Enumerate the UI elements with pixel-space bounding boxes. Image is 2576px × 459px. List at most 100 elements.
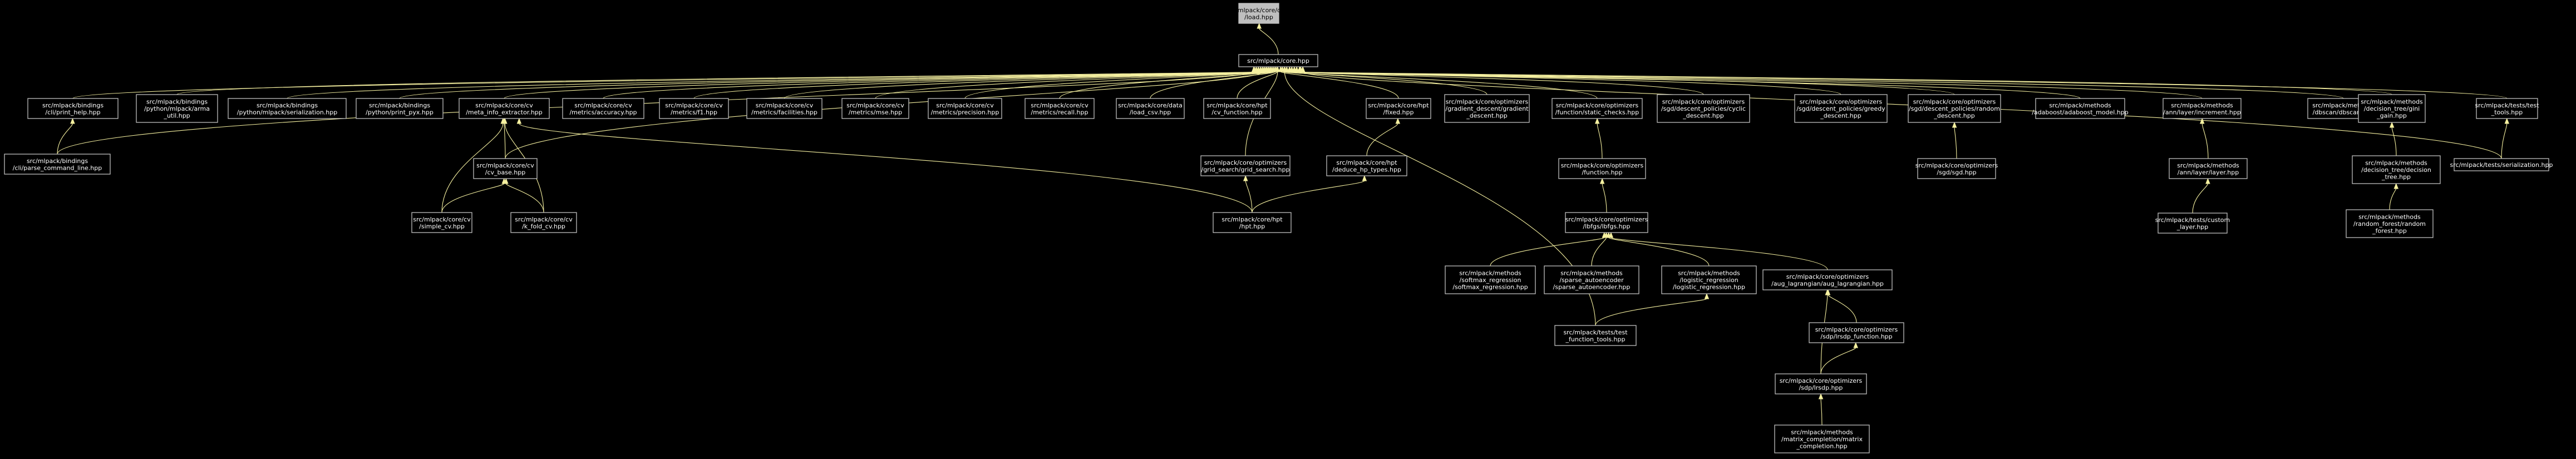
edges-layer <box>57 22 2510 426</box>
edge-k_fold_cv-to-cv_base <box>504 177 544 213</box>
node-label-line: src/mlpack/core.hpp <box>1247 57 1309 65</box>
node-function-hpp[interactable]: src/mlpack/core/optimizers/function.hpp <box>1558 158 1646 179</box>
node-tests-serialization[interactable]: src/mlpack/tests/serialization.hpp <box>2450 158 2553 171</box>
node-label-line: /sdp/lrsdp.hpp <box>1799 384 1843 391</box>
node-label-line: _layer.hpp <box>2176 223 2209 230</box>
edge-bfgs-to-function_hpp <box>1599 177 1607 213</box>
node-lrsdp-function[interactable]: src/mlpack/core/optimizers/sdp/lrsdp_fun… <box>1809 322 1904 343</box>
edge-hpt-to-meta_info <box>516 117 1253 213</box>
edge-logistic-to-bfgs <box>1606 231 1710 266</box>
node-accuracy[interactable]: src/mlpack/core/cv/metrics/accuracy.hpp <box>562 98 644 119</box>
node-label-line: /sparse_autoencoder.hpp <box>1553 284 1631 291</box>
node-matrix-completion[interactable]: src/mlpack/methods/matrix_completion/mat… <box>1774 425 1870 453</box>
node-facilities[interactable]: src/mlpack/core/cv/metrics/facilities.hp… <box>746 98 822 119</box>
node-static-checks[interactable]: src/mlpack/core/optimizers/function/stat… <box>1551 98 1643 119</box>
node-label-line: /decision_tree/decision <box>2361 166 2431 174</box>
node-cv-base[interactable]: src/mlpack/core/cv/cv_base.hpp <box>473 158 538 179</box>
node-sgd-random[interactable]: src/mlpack/core/optimizers/sgd/descent_p… <box>1908 94 2001 123</box>
node-label-line: src/mlpack/bindings <box>27 157 88 165</box>
edge-random_forest-to-decision_tree <box>2389 182 2398 210</box>
node-sgd[interactable]: src/mlpack/core/optimizers/sgd/sgd.hpp <box>1915 158 1998 179</box>
node-label-line: _function_tools.hpp <box>1565 335 1626 343</box>
node-aug-lag[interactable]: src/mlpack/core/optimizers/aug_lagrangia… <box>1762 269 1893 290</box>
node-precision[interactable]: src/mlpack/core/cv/metrics/precision.hpp <box>928 98 1002 119</box>
node-label-line: src/mlpack/core/cv <box>846 102 904 109</box>
node-gd-gradient[interactable]: src/mlpack/core/optimizers/gradient_desc… <box>1444 94 1530 123</box>
node-gini-gain[interactable]: src/mlpack/methods/decision_tree/gini_ga… <box>2358 94 2426 123</box>
node-fixed[interactable]: src/mlpack/core/hpt/fixed.hpp <box>1366 98 1431 119</box>
node-label-line: /load.hpp <box>1244 13 1273 21</box>
node-serialization[interactable]: src/mlpack/bindings/python/mlpack/serial… <box>228 98 347 119</box>
node-label-line: src/mlpack/core/optimizers <box>1786 273 1869 280</box>
node-label-line: /simple_cv.hpp <box>419 223 465 230</box>
node-lrsdp[interactable]: src/mlpack/core/optimizers/sdp/lrsdp.hpp <box>1775 373 1867 394</box>
node-label-line: /load_csv.hpp <box>1130 108 1171 116</box>
node-random-forest[interactable]: src/mlpack/methods/random_forest/random_… <box>2346 209 2434 238</box>
node-label-line: /function.hpp <box>1582 169 1622 176</box>
node-label-line: src/mlpack/methods <box>2358 214 2421 221</box>
edge-lrsdp_function-to-aug_lag <box>1825 289 1857 323</box>
node-label-line: _forest.hpp <box>2372 228 2407 235</box>
node-label-line: src/mlpack/methods <box>1791 429 1853 436</box>
edge-recall-to-core <box>1059 66 1277 99</box>
node-sgd-cyclic[interactable]: src/mlpack/core/optimizers/sgd/descent_p… <box>1657 94 1750 123</box>
node-ann-layer[interactable]: src/mlpack/methods/ann/layer/layer.hpp <box>2169 158 2248 179</box>
node-parse-cmd[interactable]: src/mlpack/bindings/cli/parse_command_li… <box>4 154 111 175</box>
node-deduce-hp[interactable]: src/mlpack/core/hpt/deduce_hp_types.hpp <box>1326 155 1407 176</box>
node-core[interactable]: src/mlpack/core.hpp <box>1238 54 1318 67</box>
node-increment[interactable]: src/mlpack/methods/ann/layer/increment.h… <box>2163 98 2242 119</box>
node-bfgs[interactable]: src/mlpack/core/optimizers/lbfgs/lbfgs.h… <box>1565 212 1648 233</box>
node-print-pyx[interactable]: src/mlpack/bindings/python/print_pyx.hpp <box>356 98 444 119</box>
node-meta-info[interactable]: src/mlpack/core/cv/meta_info_extractor.h… <box>459 98 550 119</box>
node-test-function-tools[interactable]: src/mlpack/tests/test_function_tools.hpp <box>1554 325 1637 346</box>
node-label-line: _tree.hpp <box>2381 174 2411 181</box>
edge-k_fold_cv-to-meta_info <box>503 117 544 213</box>
node-label-line: src/mlpack/core/optimizers <box>1780 377 1863 384</box>
node-label-line: /sgd/sgd.hpp <box>1937 169 1976 176</box>
node-cv-function[interactable]: src/mlpack/core/hpt/cv_function.hpp <box>1203 98 1271 119</box>
node-sparse-ae[interactable]: src/mlpack/methods/sparse_autoencoder/sp… <box>1544 265 1639 294</box>
node-label-line: src/mlpack/core/cv <box>476 162 534 169</box>
node-label-line: src/mlpack/bindings <box>369 102 430 109</box>
node-label-line: src/mlpack/core/cv <box>665 102 723 109</box>
edge-custom_layer-to-ann_layer <box>2192 177 2210 214</box>
node-print-help[interactable]: src/mlpack/bindings/cli/print_help.hpp <box>27 98 119 119</box>
node-logistic[interactable]: src/mlpack/methods/logistic_regression/l… <box>1661 265 1757 294</box>
node-simple-cv[interactable]: src/mlpack/core/cv/simple_cv.hpp <box>411 212 472 233</box>
node-label-line: /hpt.hpp <box>1239 223 1265 230</box>
node-hpt[interactable]: src/mlpack/core/hpt/hpt.hpp <box>1213 212 1292 233</box>
node-label-line: src/mlpack/core/optimizers <box>1815 326 1898 333</box>
node-label-line: /random_forest/random <box>2353 220 2426 228</box>
node-label-line: /logistic_regression <box>1679 277 1738 284</box>
node-label-line: /gradient_descent/gradient <box>1445 105 1529 112</box>
node-test-tools[interactable]: src/mlpack/tests/test_tools.hpp <box>2475 98 2539 119</box>
edge-sparse_ae-to-bfgs <box>1591 231 1609 266</box>
node-mse[interactable]: src/mlpack/core/cv/metrics/mse.hpp <box>841 98 909 119</box>
node-adaboost[interactable]: src/mlpack/methods/adaboost/adaboost_mod… <box>2032 98 2129 119</box>
node-label-line: src/mlpack/core/cv <box>475 102 533 109</box>
node-label-line: src/mlpack/core/optimizers <box>1565 216 1648 223</box>
node-f1[interactable]: src/mlpack/core/cv/metrics/f1.hpp <box>659 98 729 119</box>
node-label-line: /matrix_completion/matrix <box>1781 436 1863 443</box>
node-softmax[interactable]: src/mlpack/methods/softmax_regression/so… <box>1445 265 1536 294</box>
node-label-line: _tools.hpp <box>2491 108 2523 116</box>
node-arma-util[interactable]: src/mlpack/bindings/python/mlpack/arma_u… <box>136 94 218 123</box>
edge-arma_util-to-core <box>176 66 1259 95</box>
node-label-line: /meta_info_extractor.hpp <box>466 108 543 116</box>
node-decision-tree[interactable]: src/mlpack/methods/decision_tree/decisio… <box>2352 155 2441 184</box>
edge-aug_lag-to-bfgs <box>1608 231 1828 270</box>
node-grid-search[interactable]: src/mlpack/core/optimizers/grid_search/g… <box>1200 155 1291 176</box>
node-custom-layer[interactable]: src/mlpack/tests/custom_layer.hpp <box>2155 213 2230 234</box>
node-k-fold-cv[interactable]: src/mlpack/core/cv/k_fold_cv.hpp <box>510 212 577 233</box>
node-sgd-greedy[interactable]: src/mlpack/core/optimizers/sgd/descent_p… <box>1794 94 1888 123</box>
edge-hpt-to-grid_search <box>1243 175 1253 213</box>
edge-deduce_hp-to-fixed <box>1366 117 1401 156</box>
node-label-line: src/mlpack/core/cv <box>756 102 814 109</box>
node-load-csv[interactable]: src/mlpack/core/data/load_csv.hpp <box>1116 98 1185 119</box>
node-recall[interactable]: src/mlpack/core/cv/metrics/recall.hpp <box>1025 98 1095 119</box>
edge-softmax-to-bfgs <box>1490 231 1607 266</box>
node-core-data-load[interactable]: src/mlpack/core/data/load.hpp <box>1227 3 1291 24</box>
edge-tests_serialization-to-test_tools <box>2501 117 2510 159</box>
node-label-line: /sparse_autoencoder <box>1559 277 1624 284</box>
